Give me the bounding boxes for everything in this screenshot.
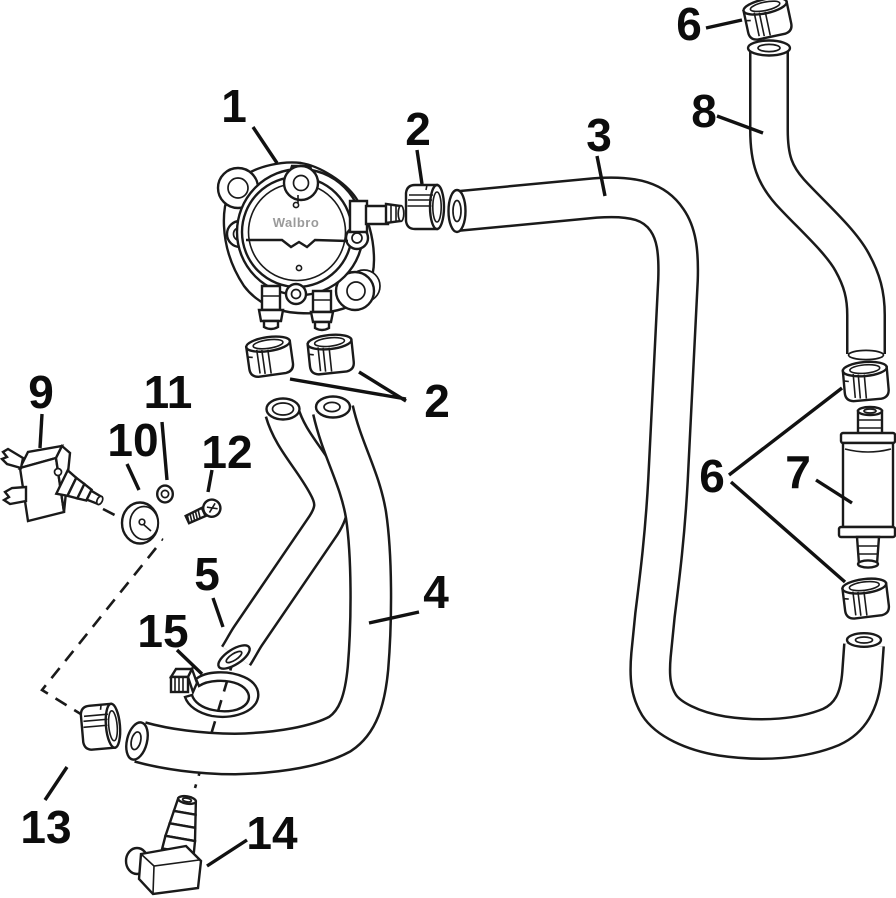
clamp-13 [78, 702, 124, 752]
callout-6-top[interactable]: 6 [676, 0, 702, 50]
pump-nipple-bottom-left [257, 284, 285, 331]
callout-14[interactable]: 14 [246, 807, 298, 859]
callout-11[interactable]: 11 [144, 366, 193, 418]
screw-12 [184, 498, 222, 525]
fitting-barbed-stem [160, 794, 198, 856]
clamp-2-right [305, 331, 356, 377]
hose-8-bottom-end [847, 349, 885, 361]
callout-6-mid[interactable]: 6 [699, 450, 725, 502]
hose-8 [746, 39, 886, 361]
callout-12[interactable]: 12 [201, 426, 252, 478]
callout-3[interactable]: 3 [586, 109, 612, 161]
hose-5 [217, 397, 349, 670]
washer-11 [155, 484, 174, 504]
callout-13[interactable]: 13 [20, 801, 71, 853]
fuel-connector-9 [0, 444, 104, 523]
callout-2-mid[interactable]: 2 [424, 375, 450, 427]
callout-7[interactable]: 7 [785, 446, 811, 498]
pump-brand-text: Walbro [273, 215, 320, 230]
filter-top-nipple [856, 405, 884, 438]
filter-body [841, 441, 895, 529]
filter-bottom-nipple [855, 535, 881, 569]
callout-15[interactable]: 15 [137, 605, 188, 657]
clip-band [183, 671, 260, 718]
pump-outlet-nipple [348, 199, 405, 234]
clamp-6-filter-top [841, 358, 891, 404]
fuel-filter [837, 405, 896, 569]
clamp-2-left [244, 332, 296, 380]
callout-9[interactable]: 9 [28, 366, 54, 418]
connector-prong-upper [0, 447, 25, 470]
elbow-fitting-14 [124, 794, 203, 896]
hose-clip-15 [168, 665, 260, 718]
fuel-pump: Walbro [216, 161, 405, 332]
pump-cover-seam [246, 238, 349, 249]
callout-2-top[interactable]: 2 [405, 103, 431, 155]
callout-5[interactable]: 5 [194, 548, 220, 600]
hose-3 [447, 176, 885, 760]
connector-prong-lower [1, 485, 28, 506]
clamp-6-top [740, 0, 795, 43]
filter-bottom-plate [837, 525, 896, 539]
callout-1[interactable]: 1 [221, 80, 247, 132]
dashed-line-to-clamp-13 [40, 547, 158, 723]
pump-nipple-bottom-right [309, 289, 335, 332]
clamp-6-filter-bottom [840, 575, 892, 621]
callout-4[interactable]: 4 [423, 566, 449, 618]
connector-barbed-nose [54, 468, 104, 506]
filter-top-plate [839, 431, 896, 445]
callout-8[interactable]: 8 [691, 85, 717, 137]
fitting-body [137, 844, 203, 896]
callout-labels: 1 2 3 6 8 2 9 10 11 12 5 4 15 6 7 13 14 [20, 0, 810, 859]
hose-4 [125, 395, 393, 776]
callout-10[interactable]: 10 [107, 414, 158, 466]
clamp-2-outlet [404, 183, 446, 231]
grommet-10 [120, 501, 160, 545]
leader-lines [38, 18, 853, 868]
